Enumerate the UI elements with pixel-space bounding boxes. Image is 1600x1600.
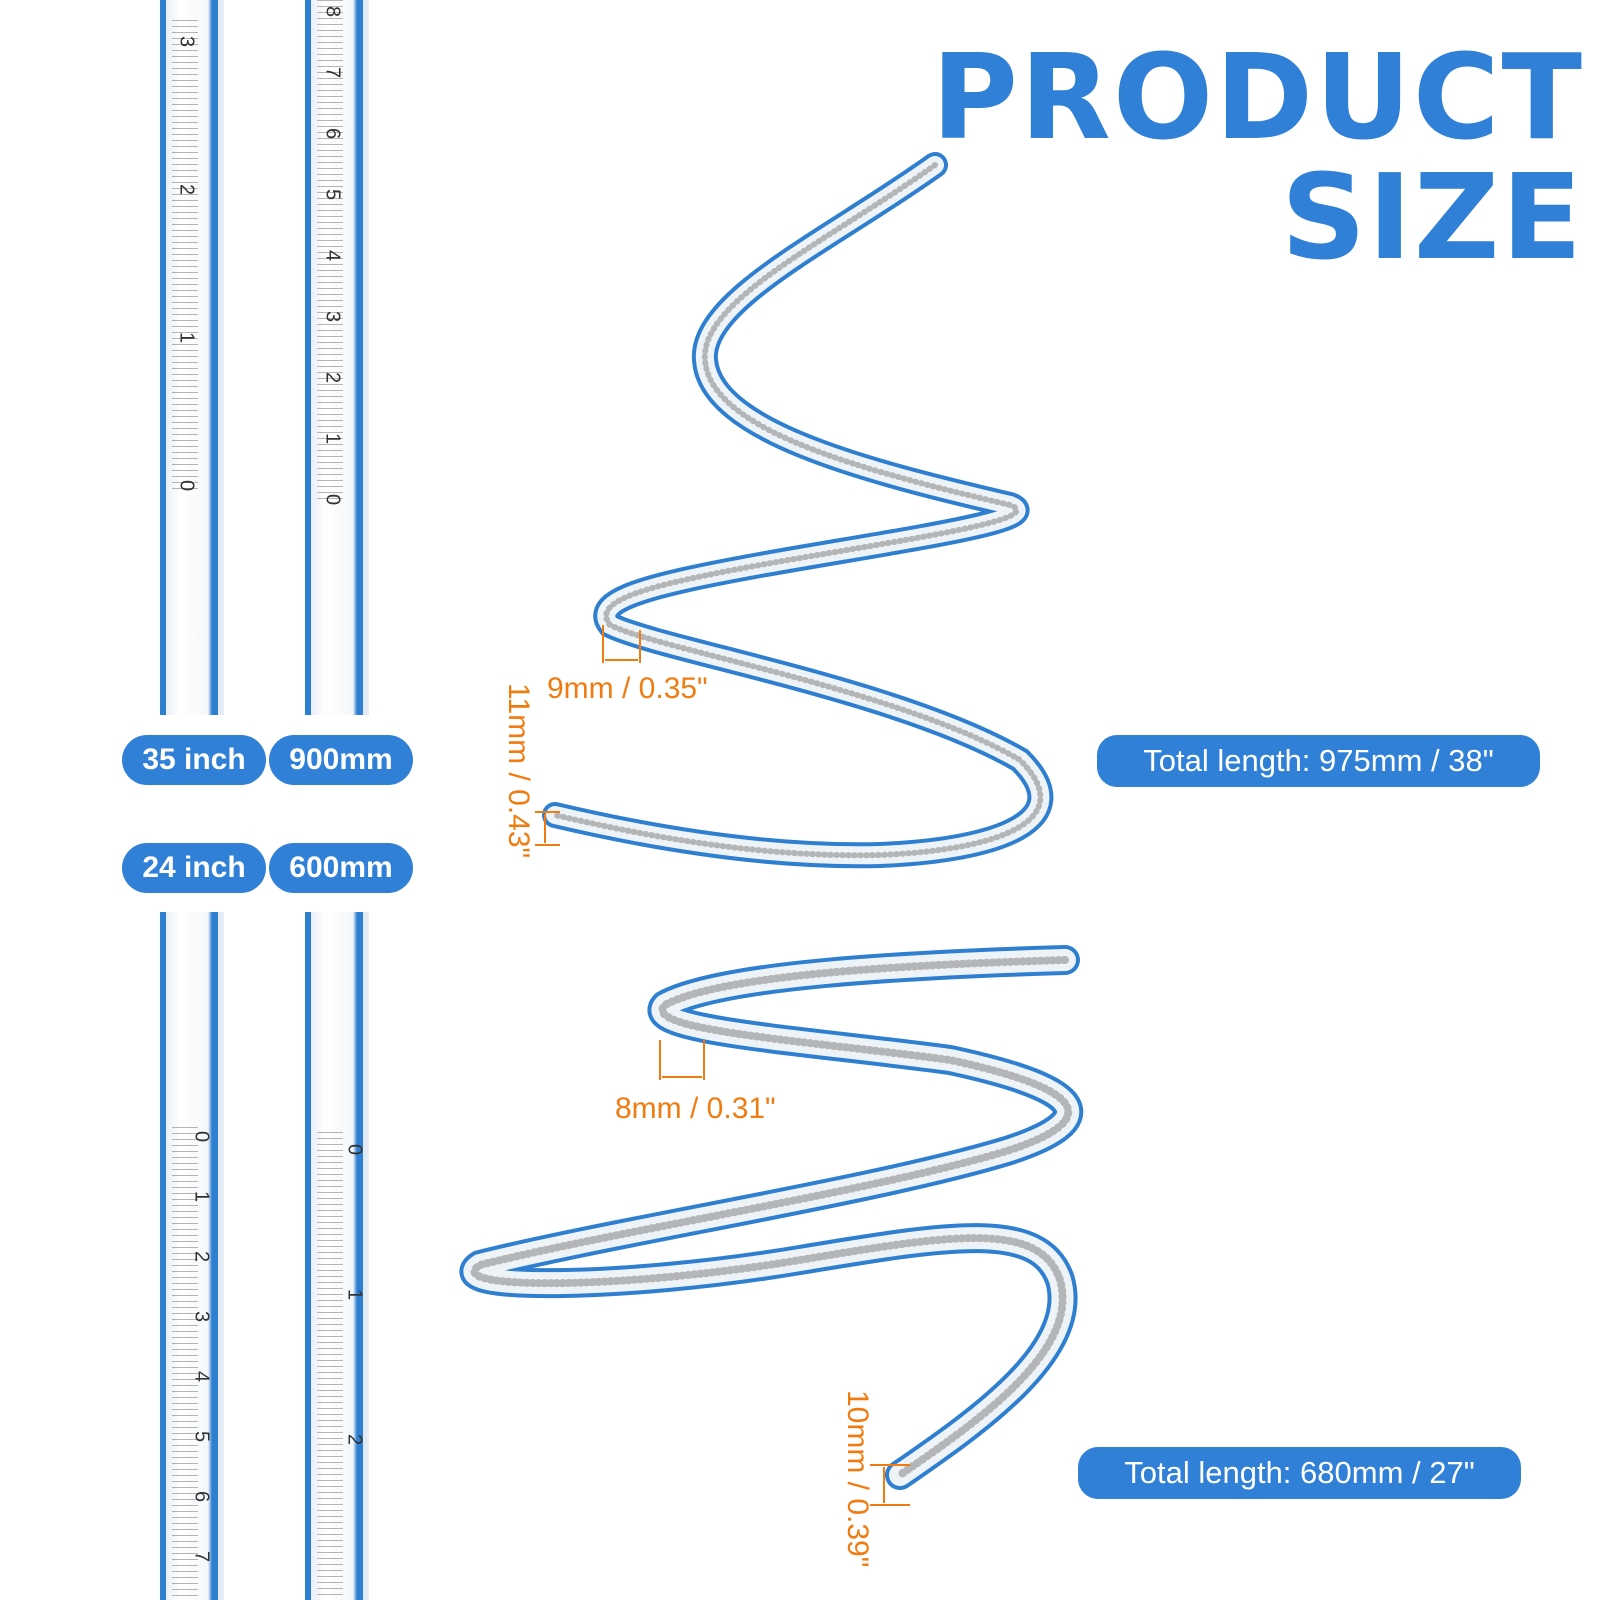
product-title-line2: SIZE [1280,148,1584,286]
product-title-line1: PRODUCT [931,28,1584,166]
size-inch-label-large: 35 inch [122,735,266,785]
large-ruler-total-length: Total length: 975mm / 38" [1097,735,1540,787]
small-ruler-height-dimension: 10mm / 0.39" [841,1390,874,1568]
small-flexible-ruler [459,945,1084,1490]
dimension-markers [535,625,910,1506]
size-inch-label-small: 24 inch [122,843,266,893]
straight-ruler-top-right [305,0,369,715]
size-mm-label-small: 600mm [269,843,413,893]
large-flexible-ruler [542,152,1054,869]
large-ruler-height-dimension: 11mm / 0.43" [502,683,535,859]
large-ruler-width-dimension: 9mm / 0.35" [547,672,708,705]
straight-ruler-bottom-left [160,912,224,1600]
straight-ruler-bottom-right [305,912,369,1600]
small-ruler-total-length: Total length: 680mm / 27" [1078,1447,1521,1499]
straight-ruler-top-left [160,0,224,715]
size-mm-label-large: 900mm [269,735,413,785]
small-ruler-width-dimension: 8mm / 0.31" [615,1092,776,1125]
